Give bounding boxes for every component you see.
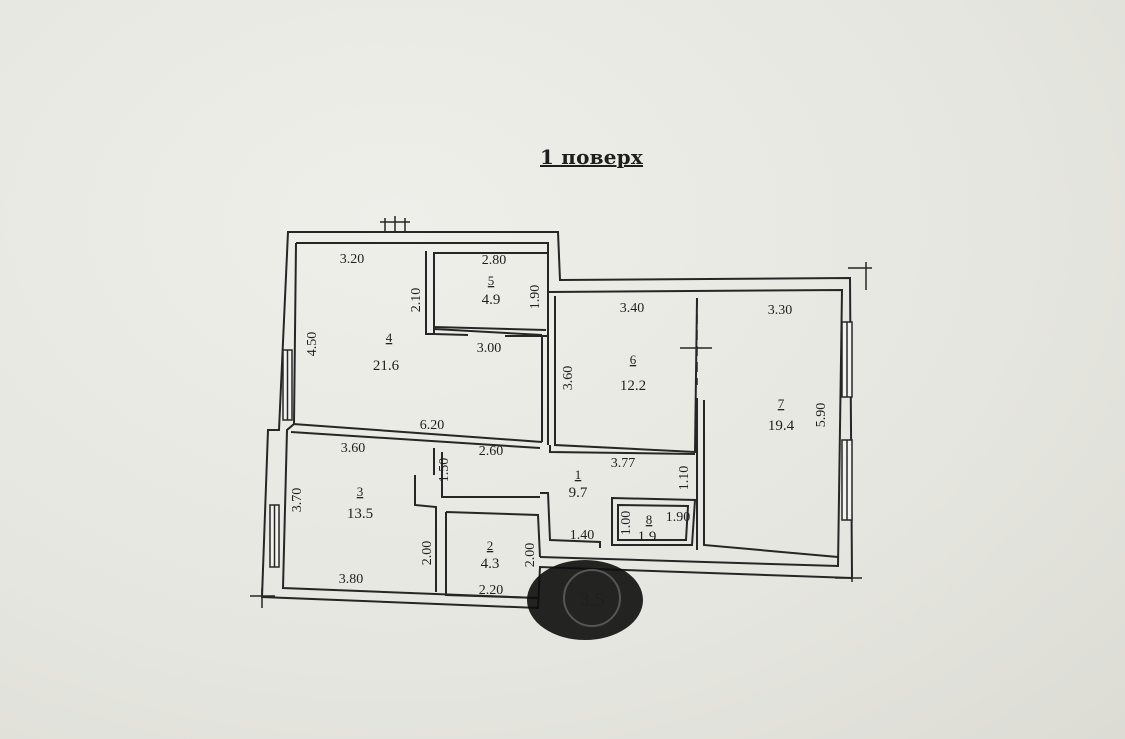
room-5-area: 4.9 bbox=[482, 292, 501, 308]
room-8-area: 1.9 bbox=[638, 529, 657, 545]
dim-r2-right: 2.00 bbox=[523, 543, 538, 568]
room-7-area: 19.4 bbox=[768, 418, 795, 434]
wall-r8 bbox=[611, 496, 697, 546]
room-4-number: 4 bbox=[386, 330, 393, 345]
dimension-labels: 3.20 2.10 4.50 3.00 6.20 2.80 1.90 3.40 … bbox=[290, 252, 829, 598]
wall-r6 bbox=[547, 292, 698, 454]
room-4-area: 21.6 bbox=[373, 358, 400, 374]
dim-r4-bottom: 6.20 bbox=[420, 418, 445, 433]
dim-r2-bottom: 2.20 bbox=[479, 583, 504, 598]
dim-r5-side: 1.90 bbox=[528, 285, 543, 310]
dim-r3-bottom: 3.80 bbox=[339, 572, 364, 587]
room-1-area: 9.7 bbox=[569, 485, 588, 501]
dim-r1-top: 2.60 bbox=[479, 444, 504, 459]
dim-r3-left: 3.70 bbox=[290, 488, 305, 513]
wall-r4-r3 bbox=[290, 423, 543, 449]
dim-r4-mid: 3.00 bbox=[477, 341, 502, 356]
room-2-number: 2 bbox=[487, 538, 494, 553]
wall-r1-top bbox=[549, 445, 696, 455]
room-3-area: 13.5 bbox=[347, 506, 373, 522]
room-1-number: 1 bbox=[575, 467, 582, 482]
dim-r3-right: 2.00 bbox=[420, 541, 435, 566]
stamp-text: 3.5 bbox=[580, 589, 605, 611]
room-5-number: 5 bbox=[488, 273, 495, 288]
dim-r7-side: 5.90 bbox=[814, 403, 829, 428]
dim-r1-bottom: 1.40 bbox=[570, 528, 595, 543]
outer-wall bbox=[260, 231, 854, 610]
windows bbox=[269, 321, 853, 568]
room-6-number: 6 bbox=[630, 352, 637, 367]
wall-r4-right bbox=[433, 328, 543, 442]
dim-r1-left: 1.50 bbox=[437, 458, 452, 483]
dim-r1-right: 1.10 bbox=[677, 466, 692, 491]
dim-r4-left: 4.50 bbox=[305, 332, 320, 357]
dim-r7-top: 3.30 bbox=[768, 303, 793, 318]
room-2-area: 4.3 bbox=[481, 556, 500, 572]
dim-r6-side: 3.60 bbox=[561, 366, 576, 391]
dim-r6-top: 3.40 bbox=[620, 301, 645, 316]
dim-r3-top: 3.60 bbox=[341, 441, 366, 456]
wall-r7-left bbox=[696, 398, 839, 558]
wall-r5 bbox=[425, 251, 548, 337]
room-8-number: 8 bbox=[646, 512, 653, 527]
room-3-number: 3 bbox=[357, 484, 364, 499]
inner-wall-contour bbox=[281, 242, 844, 599]
dim-r4-inner-v: 2.10 bbox=[409, 288, 424, 313]
dim-r8-top: 1.90 bbox=[666, 510, 691, 525]
dim-r1-top-right: 3.77 bbox=[611, 456, 636, 471]
dim-r4-top: 3.20 bbox=[340, 252, 365, 267]
wall-r2 bbox=[445, 492, 601, 599]
dim-r5-top: 2.80 bbox=[482, 253, 507, 268]
dim-r8-left: 1.00 bbox=[619, 511, 634, 536]
room-labels: 4 21.6 5 4.9 6 12.2 7 19.4 3 13.5 1 9.7 … bbox=[347, 273, 795, 572]
stamp-blot: 3.5 bbox=[527, 560, 643, 640]
wall-r3-right bbox=[414, 448, 540, 592]
page-title: 1 поверх bbox=[540, 145, 643, 169]
room-7-number: 7 bbox=[778, 396, 785, 411]
axis-ticks bbox=[250, 216, 872, 608]
room-6-area: 12.2 bbox=[620, 378, 646, 394]
